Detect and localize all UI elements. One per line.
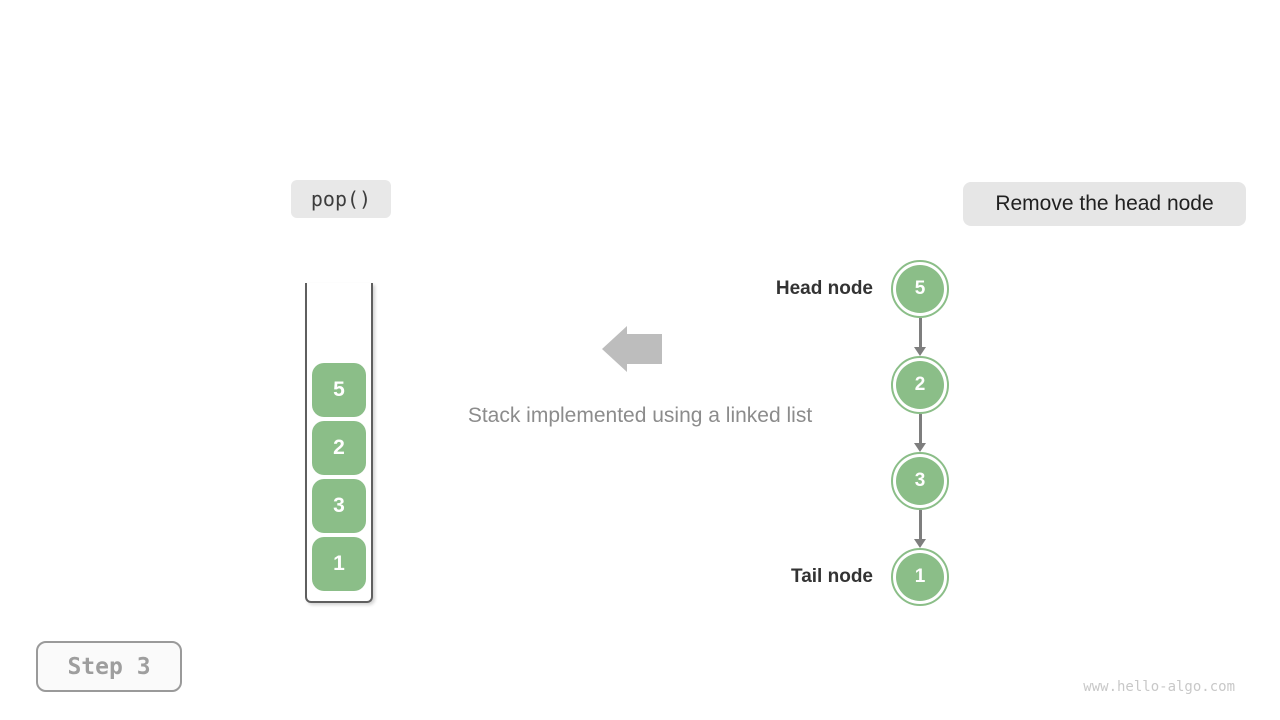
- step-indicator: Step 3: [36, 641, 182, 692]
- down-arrow-icon: [912, 510, 928, 548]
- node-value: 2: [896, 361, 944, 409]
- watermark: www.hello-algo.com: [1083, 679, 1235, 695]
- stack-item: 2: [312, 421, 366, 475]
- linked-list-node: 2: [891, 356, 949, 414]
- linked-list-node: 5: [891, 260, 949, 318]
- stack-container: 5 2 3 1: [305, 283, 373, 603]
- head-node-label: Head node: [775, 278, 873, 299]
- linked-list-node: 1: [891, 548, 949, 606]
- tail-node-label: Tail node: [791, 566, 873, 587]
- stack-item: 5: [312, 363, 366, 417]
- operation-description-label: Remove the head node: [963, 182, 1246, 226]
- linked-list-node: 3: [891, 452, 949, 510]
- pop-operation-label: pop(): [291, 180, 391, 218]
- down-arrow-icon: [912, 414, 928, 452]
- node-value: 5: [896, 265, 944, 313]
- node-value: 1: [896, 553, 944, 601]
- node-value: 3: [896, 457, 944, 505]
- diagram-caption: Stack implemented using a linked list: [467, 404, 813, 427]
- stack-item: 3: [312, 479, 366, 533]
- stack-item: 1: [312, 537, 366, 591]
- down-arrow-icon: [912, 318, 928, 356]
- left-block-arrow-icon: [602, 326, 662, 372]
